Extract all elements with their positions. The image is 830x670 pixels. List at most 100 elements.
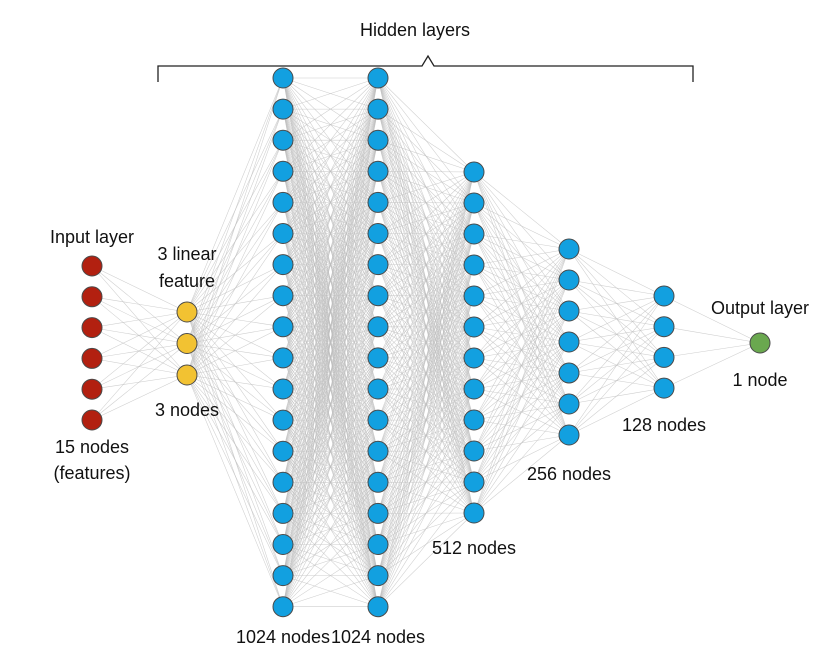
hidden-layers-brace <box>157 54 694 82</box>
connection-line <box>91 296 188 313</box>
connection-line <box>473 248 570 452</box>
connection-line <box>282 575 379 607</box>
hidden1-node <box>272 67 294 89</box>
hidden3-node <box>463 316 485 338</box>
connection-line <box>282 77 379 452</box>
connection-line <box>282 77 379 514</box>
connection-line <box>282 326 379 607</box>
connection-line <box>473 279 570 514</box>
connection-line <box>377 233 475 607</box>
connection-line <box>568 295 665 405</box>
hidden2-caption: 1024 nodes <box>331 627 425 647</box>
hidden3-node <box>463 409 485 431</box>
hidden1-node <box>272 534 294 555</box>
connection-line <box>568 295 665 312</box>
connection-line <box>473 434 570 514</box>
connection-line <box>282 77 379 234</box>
connection-line <box>377 171 475 327</box>
connection-line <box>377 326 475 607</box>
connection-line <box>377 171 475 421</box>
hidden4-caption: 256 nodes <box>527 464 611 484</box>
connection-line <box>282 77 379 358</box>
connection-line <box>663 326 761 344</box>
connection-line <box>282 202 379 607</box>
connection-line <box>91 265 188 313</box>
hidden2-node <box>367 254 389 276</box>
connection-line <box>377 171 475 234</box>
connection-line <box>282 77 379 110</box>
connections <box>91 77 761 607</box>
hidden2-node <box>367 471 389 493</box>
hidden3-node <box>463 223 485 245</box>
connection-line <box>91 327 188 344</box>
hidden4-node <box>558 331 580 353</box>
connection-line <box>282 140 379 607</box>
connection-line <box>282 171 379 607</box>
connection-line <box>377 108 475 173</box>
connection-line <box>282 513 379 607</box>
connection-line <box>377 171 475 296</box>
connection-line <box>282 77 379 421</box>
output-title: Output layer <box>711 298 809 318</box>
connection-line <box>282 77 379 545</box>
hidden3-caption: 512 nodes <box>432 538 516 558</box>
hidden3-node <box>463 161 485 183</box>
connection-line <box>473 372 570 514</box>
input-node <box>81 378 103 400</box>
connection-line <box>377 171 475 483</box>
hidden1-node <box>272 160 294 182</box>
connection-line <box>377 171 475 203</box>
connection-line <box>186 374 284 545</box>
hidden1-node <box>272 191 294 213</box>
input-title: Input layer <box>50 227 134 247</box>
connection-line <box>282 77 379 203</box>
hidden1-caption: 1024 nodes <box>236 627 330 647</box>
hidden1-node <box>272 378 294 400</box>
hidden2-node <box>367 440 389 462</box>
connection-line <box>473 233 570 250</box>
connection-line <box>186 295 284 376</box>
connection-line <box>91 265 188 376</box>
connection-line <box>473 248 570 421</box>
connection-line <box>91 374 188 421</box>
connection-line <box>473 248 570 359</box>
connection-line <box>377 295 475 607</box>
linear-title: 3 linear <box>157 244 216 264</box>
hidden1-node <box>272 254 294 276</box>
connection-line <box>377 450 475 607</box>
input-node <box>81 255 103 277</box>
hidden2-node <box>367 98 389 120</box>
hidden4-node <box>558 269 580 291</box>
hidden4-node <box>558 393 580 415</box>
hidden4-node <box>558 362 580 384</box>
connection-line <box>91 311 188 390</box>
linear-node <box>176 301 198 323</box>
hidden5-node <box>653 346 675 368</box>
hidden1-node <box>272 440 294 462</box>
connection-line <box>186 109 284 376</box>
linear-node <box>176 364 198 386</box>
hidden1-node <box>272 285 294 307</box>
connection-line <box>282 544 379 607</box>
connection-line <box>377 419 475 607</box>
hidden1-node <box>272 502 294 524</box>
hidden5-caption: 128 nodes <box>622 415 706 435</box>
hidden3-node <box>463 471 485 493</box>
hidden4-node <box>558 300 580 322</box>
hidden2-node <box>367 534 389 555</box>
hidden1-node <box>272 409 294 431</box>
connection-line <box>282 77 379 265</box>
hidden3-node <box>463 347 485 369</box>
hidden2-node <box>367 565 389 587</box>
connection-line <box>91 311 188 359</box>
connection-line <box>568 295 665 343</box>
connection-line <box>473 202 570 250</box>
connection-line <box>186 374 284 390</box>
connection-line <box>186 374 284 483</box>
connection-line <box>473 248 570 328</box>
connection-line <box>377 481 475 607</box>
connection-line <box>282 388 379 607</box>
connection-line <box>186 374 284 514</box>
connection-line <box>473 341 570 514</box>
